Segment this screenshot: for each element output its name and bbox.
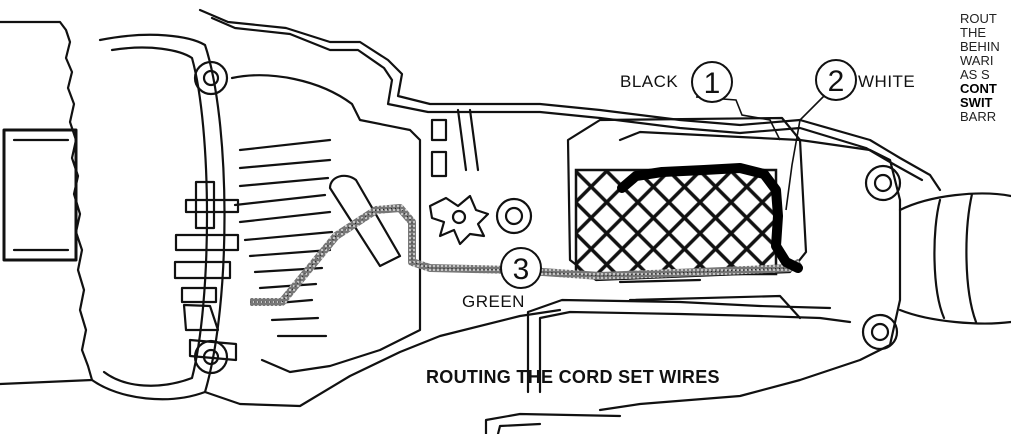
label-black: BLACK [620,72,679,91]
side-note-line: BEHIN [960,39,1000,54]
screw-boss-right-top [864,164,902,202]
screw-boss-mid [495,197,533,235]
side-note-line: WARI [960,53,994,68]
callout-circle-1 [691,61,733,103]
screw-boss-bottom-left [193,339,229,375]
switch-terminals [173,180,240,304]
lower-rail [538,310,852,394]
body-outline [198,8,942,192]
side-note-line: BARR [960,109,997,124]
side-note-line: ROUT [960,12,997,26]
side-note-line: SWIT [960,95,993,110]
diagram-caption: ROUTING THE CORD SET WIRES [426,367,720,387]
cord-boot [898,192,1011,325]
front-ring [90,33,226,401]
callout-number-1: 1 [704,67,721,100]
clamp-post [328,174,402,268]
housing-window [2,128,78,262]
side-note-line: CONT [960,81,997,96]
side-note: ROUT THE BEHIN WARI AS S CONT SWIT BARR [960,12,1011,124]
switch-mesh-block [574,168,778,276]
cooling-fins [233,193,334,338]
callout-number-3: 3 [513,253,530,286]
side-note-line: AS S [960,67,990,82]
screw-boss-top-left [193,60,229,96]
label-white: WHITE [858,72,916,91]
callout-circle-2 [815,59,857,101]
side-note-line: THE [960,25,986,40]
cavity-outline [230,74,422,374]
gear-housing [0,20,94,386]
leader-white [785,95,825,211]
callout-number-2: 2 [828,65,845,98]
star-fastener [428,194,490,246]
callout-circle-3 [500,247,542,289]
wire-black [617,163,803,273]
label-green: GREEN [462,292,525,311]
